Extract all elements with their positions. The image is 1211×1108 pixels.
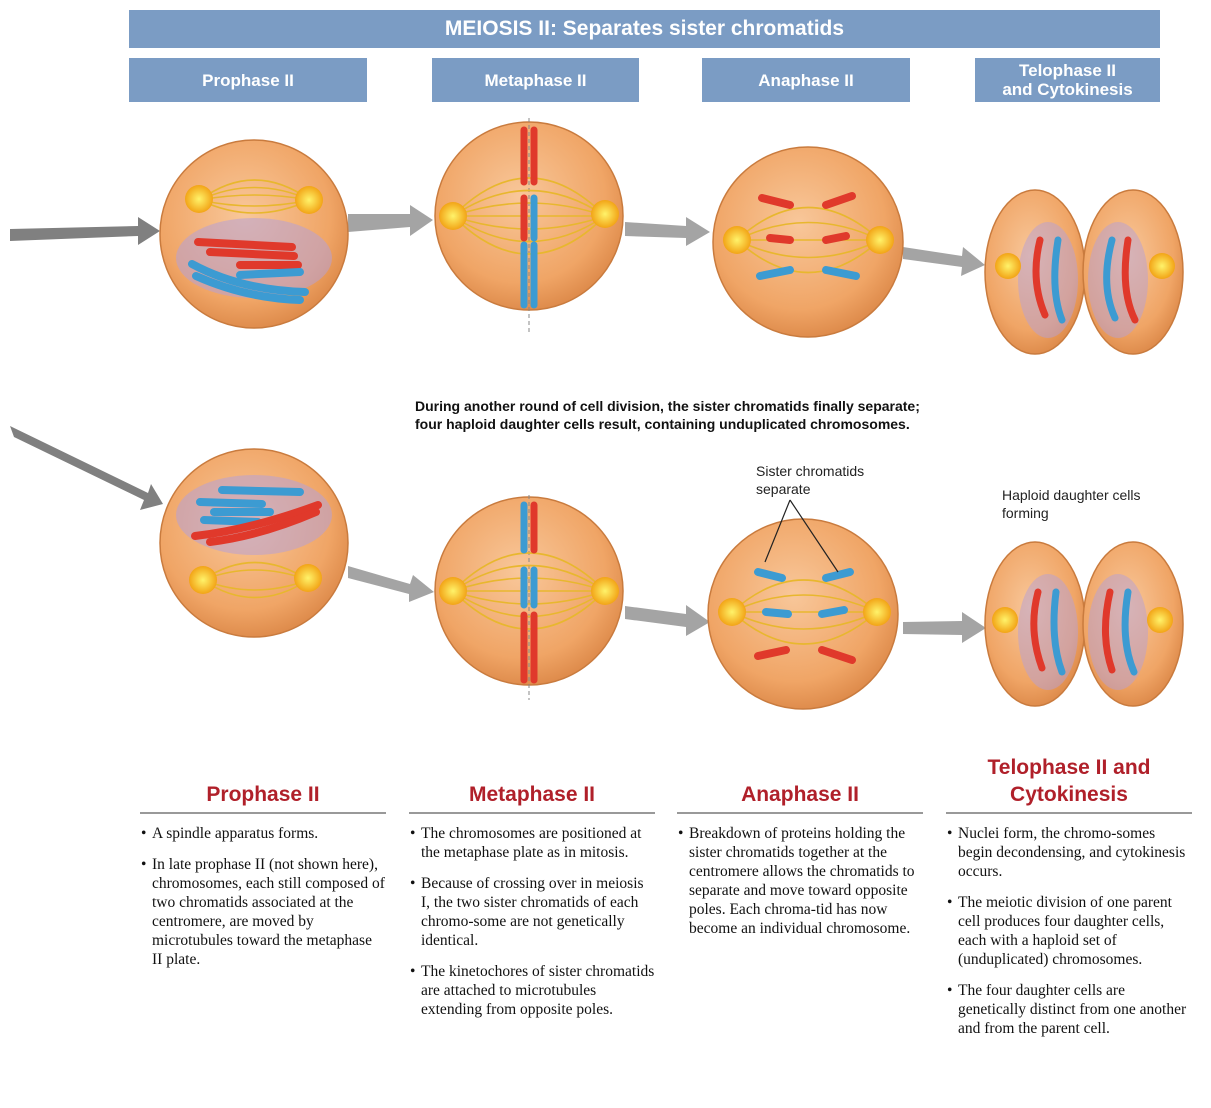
description-title: Metaphase II [409, 752, 655, 814]
bullet-item: The meiotic division of one parent cell … [946, 893, 1192, 969]
arrow-anaphase-to-telophase-top [903, 247, 985, 276]
meiosis-diagram [10, 118, 1184, 710]
cell-metaphase-ii-bottom [434, 495, 624, 700]
phase-header-telophase-ii: Telophase II and Cytokinesis [975, 58, 1160, 102]
meiosis-ii-banner: MEIOSIS II: Separates sister chromatids [129, 10, 1160, 48]
bullet-item: Because of crossing over in meiosis I, t… [409, 874, 655, 950]
cell-anaphase-ii-top [712, 146, 904, 338]
cell-telophase-ii-top [984, 189, 1184, 355]
phase-header-label: Prophase II [202, 70, 294, 90]
arrow-metaphase-to-anaphase-top [625, 217, 710, 246]
phase-header-metaphase-ii: Metaphase II [432, 58, 639, 102]
bullet-item: The kinetochores of sister chromatids ar… [409, 962, 655, 1019]
bullet-item: In late prophase II (not shown here), ch… [140, 855, 386, 969]
description-metaphase-ii: Metaphase II The chromosomes are positio… [409, 752, 655, 1019]
phase-header-label: Metaphase II [484, 70, 587, 90]
description-anaphase-ii: Anaphase II Breakdown of proteins holdin… [677, 752, 923, 938]
description-bullets: A spindle apparatus forms. In late proph… [140, 824, 386, 969]
arrow-prophase-to-metaphase-bottom [348, 566, 434, 602]
arrow-into-prophase-bottom [10, 426, 163, 510]
cell-anaphase-ii-bottom [707, 518, 899, 710]
bullet-item: Breakdown of proteins holding the sister… [677, 824, 923, 938]
bullet-item: The chromosomes are positioned at the me… [409, 824, 655, 862]
description-title: Anaphase II [677, 752, 923, 814]
description-bullets: Nuclei form, the chromo-somes begin deco… [946, 824, 1192, 1038]
phase-header-prophase-ii: Prophase II [129, 58, 367, 102]
phase-header-label: Telophase II and Cytokinesis [1002, 61, 1133, 99]
description-bullets: The chromosomes are positioned at the me… [409, 824, 655, 1019]
bullet-item: A spindle apparatus forms. [140, 824, 386, 843]
bullet-item: The four daughter cells are genetically … [946, 981, 1192, 1038]
cell-metaphase-ii-top [434, 118, 624, 335]
description-title: Telophase II and Cytokinesis [946, 752, 1192, 814]
label-haploid-cells: Haploid daughter cells forming [1002, 487, 1141, 521]
bullet-item: Nuclei form, the chromo-somes begin deco… [946, 824, 1192, 881]
arrow-metaphase-to-anaphase-bottom [625, 605, 710, 636]
description-bullets: Breakdown of proteins holding the sister… [677, 824, 923, 938]
cell-prophase-ii-top [159, 139, 349, 329]
description-title: Prophase II [140, 752, 386, 814]
caption-line-2: four haploid daughter cells result, cont… [415, 416, 910, 432]
arrow-prophase-to-metaphase-top [348, 205, 433, 236]
description-prophase-ii: Prophase II A spindle apparatus forms. I… [140, 752, 386, 969]
caption-line-1: During another round of cell division, t… [415, 398, 920, 414]
sister-chromatids-pointer [764, 499, 839, 573]
label-sister-chromatids: Sister chromatids separate [756, 463, 865, 497]
arrow-anaphase-to-telophase-bottom [903, 612, 986, 643]
phase-header-label: Anaphase II [758, 70, 854, 90]
banner-title: MEIOSIS II: Separates sister chromatids [444, 17, 845, 40]
meiosis-caption: During another round of cell division, t… [415, 397, 1015, 433]
cell-prophase-ii-bottom [159, 448, 349, 638]
phase-header-anaphase-ii: Anaphase II [702, 58, 910, 102]
description-telophase-ii: Telophase II and Cytokinesis Nuclei form… [946, 752, 1192, 1038]
arrow-into-prophase-top [10, 217, 160, 245]
cell-telophase-ii-bottom [984, 541, 1184, 707]
